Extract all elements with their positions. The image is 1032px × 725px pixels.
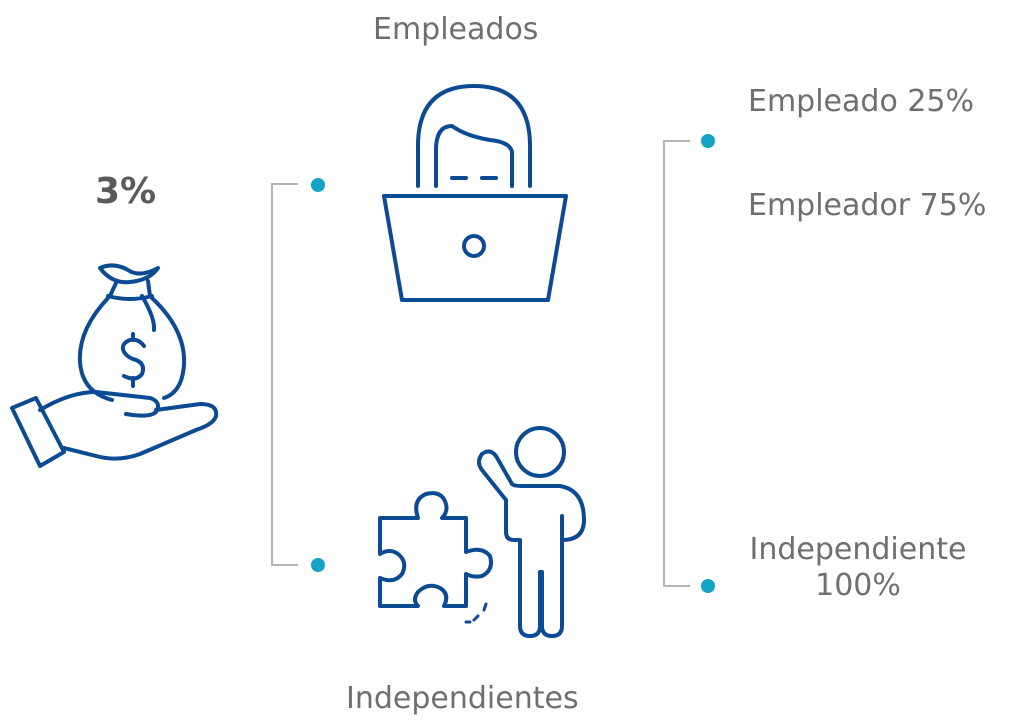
- total-rate-label: 3%: [95, 171, 157, 212]
- right-bottom-dot: [701, 579, 715, 593]
- employees-group-label: Empleados: [373, 12, 539, 47]
- independent-share-label: Independiente 100%: [749, 532, 967, 603]
- independents-group-label: Independientes: [346, 681, 579, 716]
- employee-share-label: Empleado 25%: [748, 84, 975, 119]
- right-top-dot: [701, 134, 715, 148]
- employer-share-label: Empleador 75%: [748, 188, 987, 223]
- right-bracket-line: [663, 140, 690, 587]
- left-bracket-line: [271, 183, 298, 566]
- left-top-dot: [311, 178, 325, 192]
- left-bottom-dot: [311, 558, 325, 572]
